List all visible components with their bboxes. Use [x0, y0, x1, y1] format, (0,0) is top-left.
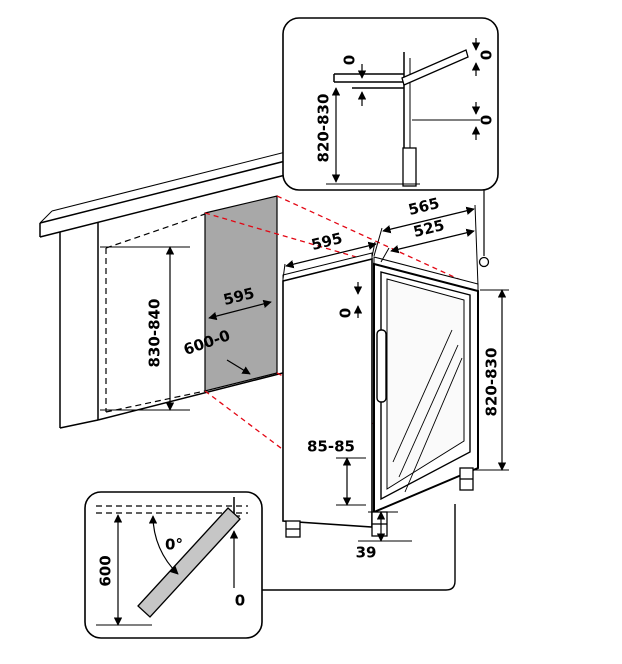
dim-label-width: 595 [310, 229, 345, 254]
appliance-left-face [282, 257, 373, 528]
open-top-flap [401, 49, 469, 86]
dimension-appliance-height: 820-830 [473, 289, 509, 471]
dim-label-door-gap: 0 [235, 592, 245, 610]
dimension-plinth: 85-85 [307, 438, 366, 506]
dim-label-top-gap: 0 [337, 308, 355, 318]
dim-label-callout-height: 820-830 [315, 94, 333, 163]
dimension-foot: 39 [356, 511, 412, 562]
cabinet-side-panel [59, 222, 319, 429]
appliance [282, 252, 479, 538]
dim-label-niche-height: 830-840 [146, 299, 164, 368]
door-angle-callout: 0° 600 0 [84, 491, 263, 639]
niche-hidden-edges [105, 213, 206, 413]
door-handle [376, 329, 387, 403]
dimension-top-gap: 0 [337, 282, 363, 318]
door-frame [380, 271, 471, 501]
dimension-niche-height: 830-840 [100, 246, 190, 411]
door-glass [386, 278, 465, 490]
dim-label-door-angle: 0° [165, 536, 183, 554]
dim-label-foot: 39 [356, 544, 377, 562]
top-callout-leader [478, 190, 490, 268]
dim-label-appliance-height: 820-830 [483, 348, 501, 417]
dim-label-depth-total: 565 [407, 194, 442, 219]
dim-label-callout-gap-top: 0 [341, 55, 359, 65]
dim-label-plinth: 85-85 [307, 438, 355, 456]
glass-reflection-lines [392, 329, 463, 493]
dim-label-door-depth: 600 [97, 555, 115, 586]
door-callout-leader [262, 504, 456, 591]
dim-label-callout-gap-front: 0 [478, 50, 496, 60]
door-angle-arc [148, 515, 179, 575]
dim-label-depth-body: 525 [412, 216, 447, 241]
top-clearance-callout: 0 820-830 0 0 [282, 17, 499, 191]
dim-label-callout-gap-rear: 0 [478, 115, 496, 125]
rear-spacer [402, 147, 417, 187]
